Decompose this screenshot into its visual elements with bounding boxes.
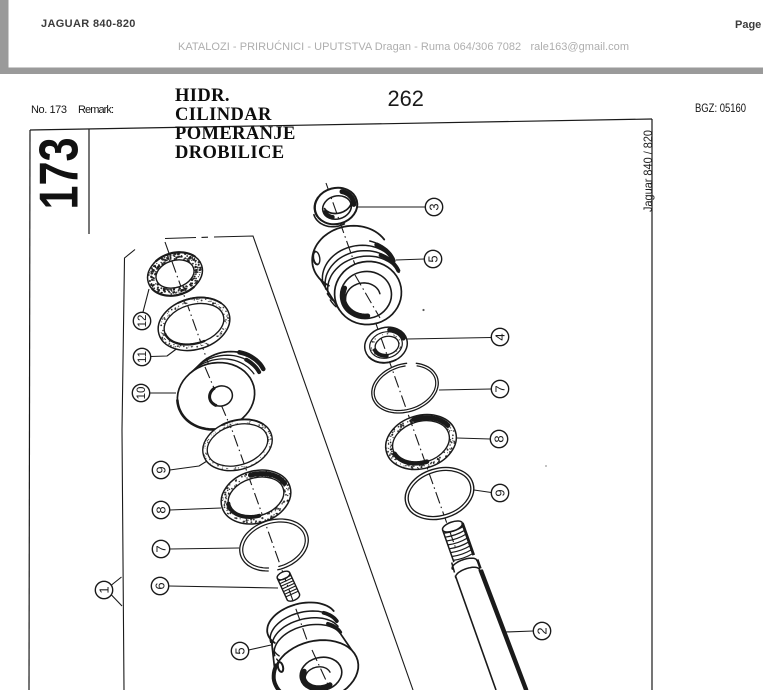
svg-text:8: 8: [154, 506, 169, 513]
svg-text:5: 5: [233, 647, 248, 654]
svg-text:5: 5: [426, 255, 441, 262]
svg-text:1: 1: [97, 586, 112, 593]
svg-text:4: 4: [493, 333, 508, 340]
svg-text:DROBILICE: DROBILICE: [175, 143, 285, 163]
svg-text:2: 2: [535, 627, 550, 634]
svg-text:173: 173: [28, 138, 90, 210]
svg-text:No. 173: No. 173: [31, 104, 67, 116]
svg-text:Remark:: Remark:: [78, 104, 114, 116]
svg-text:3: 3: [427, 203, 442, 210]
svg-text:CILINDAR: CILINDAR: [175, 105, 272, 125]
svg-text:12: 12: [137, 315, 149, 328]
svg-text:11: 11: [137, 351, 149, 363]
svg-text:HIDR.: HIDR.: [175, 86, 230, 106]
svg-text:9: 9: [493, 489, 508, 496]
svg-text:8: 8: [492, 435, 507, 442]
svg-text:Jaguar 840 / 820: Jaguar 840 / 820: [641, 130, 655, 212]
svg-text:9: 9: [154, 466, 169, 473]
svg-text:Page: Page: [735, 19, 761, 31]
svg-text:POMERANJE: POMERANJE: [175, 124, 296, 144]
svg-text:6: 6: [153, 582, 168, 589]
svg-text:JAGUAR 840-820: JAGUAR 840-820: [41, 18, 136, 30]
svg-text:10: 10: [136, 387, 148, 400]
svg-text:BGZ: 05160: BGZ: 05160: [695, 101, 746, 115]
svg-text:7: 7: [493, 385, 508, 392]
svg-text:KATALOZI - PRIRUĆNICI - UPUTST: KATALOZI - PRIRUĆNICI - UPUTSTVA Dragan …: [178, 40, 629, 53]
svg-text:262: 262: [388, 86, 424, 111]
svg-text:7: 7: [154, 545, 169, 552]
